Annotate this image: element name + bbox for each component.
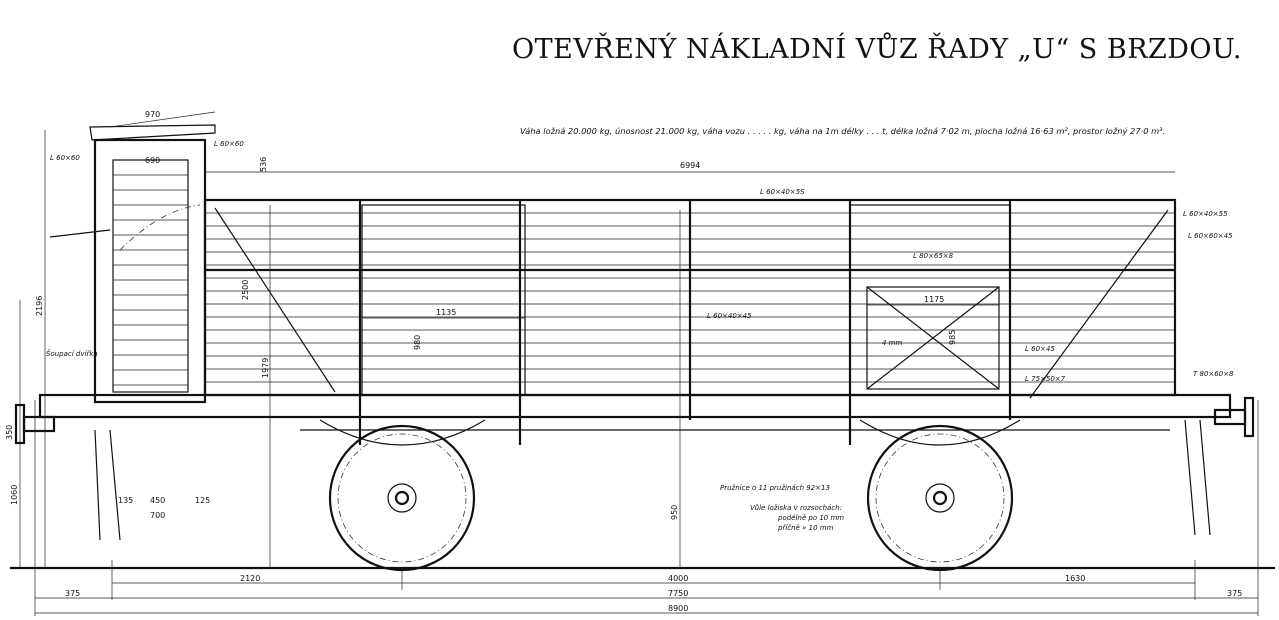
leaf-spring-left bbox=[319, 419, 486, 446]
profile-mid-rail: L 80×65×8 bbox=[913, 252, 954, 260]
dim-body-height: 2500 bbox=[241, 280, 250, 300]
profile-right-low: L 60×45 bbox=[1025, 345, 1055, 353]
dim-cab-roof: 970 bbox=[145, 110, 160, 119]
profile-right-top: L 60×40×55 bbox=[1183, 210, 1228, 218]
dim-buffer-height: 1060 bbox=[10, 485, 19, 505]
bearing-note-1: Vůle ložiska v rozsochách: bbox=[750, 504, 842, 512]
dim-side-height: 1979 bbox=[261, 358, 270, 378]
dim-right-door: 1175 bbox=[924, 295, 944, 304]
dim-axle-right: 1630 bbox=[1065, 574, 1085, 583]
body-side-planks bbox=[113, 174, 1175, 386]
springs-note: Pružnice o 11 pružinách 92×13 bbox=[720, 484, 830, 492]
profile-top-rail: L 60×40×5S bbox=[760, 188, 805, 196]
dim-wheel-height: 950 bbox=[670, 505, 679, 520]
bearing-note-3: příčně » 10 mm bbox=[777, 524, 834, 532]
dim-buffer-centre: 350 bbox=[5, 425, 14, 440]
dim-overall-body: 6994 bbox=[680, 161, 700, 170]
bearing-note-2: podélně po 10 mm bbox=[777, 514, 844, 522]
buffer-right bbox=[1213, 396, 1255, 438]
dim-cab-step-3: 125 bbox=[195, 496, 210, 505]
cab-roof bbox=[89, 124, 216, 141]
drawing-title: OTEVŘENÝ NÁKLADNÍ VŮZ ŘADY „U“ S BRZDOU. bbox=[512, 31, 1242, 65]
profile-cab-left: L 60×60 bbox=[50, 154, 80, 162]
right-door-panel bbox=[866, 286, 1000, 390]
leaf-spring-right bbox=[859, 419, 1021, 446]
left-door bbox=[361, 204, 526, 396]
profile-end: T 80×60×8 bbox=[1193, 370, 1234, 378]
dim-overhang-right: 375 bbox=[1227, 589, 1242, 598]
dim-overhang-left: 375 bbox=[65, 589, 80, 598]
stakes bbox=[358, 200, 1012, 445]
dim-cab-step-2: 700 bbox=[150, 511, 165, 520]
wheel-right bbox=[866, 424, 1014, 572]
dim-left-door: 1135 bbox=[436, 308, 456, 317]
dim-cab-step-4: 135 bbox=[118, 496, 133, 505]
specification-line: Váha ložná 20.000 kg, únosnost 21.000 kg… bbox=[520, 126, 1165, 136]
dim-door-height: 980 bbox=[413, 335, 422, 350]
profile-stake: L 75×50×7 bbox=[1025, 375, 1066, 383]
cab-door bbox=[112, 159, 189, 393]
dim-frame-length: 7750 bbox=[668, 589, 688, 598]
profile-right-corner: L 60×60×45 bbox=[1188, 232, 1233, 240]
door-cross-2 bbox=[866, 286, 1000, 390]
wheel-left bbox=[328, 424, 476, 572]
couplings bbox=[94, 419, 1211, 541]
dimension-lines bbox=[19, 111, 1259, 616]
dim-axle-left: 2120 bbox=[240, 574, 260, 583]
cab-handrail bbox=[49, 229, 111, 238]
dim-cab-inner: 690 bbox=[145, 156, 160, 165]
brake-cab bbox=[93, 138, 207, 404]
diagonal-brace-left bbox=[214, 207, 336, 393]
dim-cab-step-1: 450 bbox=[150, 496, 165, 505]
dim-height-total: 2196 bbox=[35, 296, 44, 316]
dim-wheelbase: 4000 bbox=[668, 574, 688, 583]
brake-hut-note: Šoupací dvířka bbox=[46, 349, 98, 358]
profile-door-rail: L 60×40×45 bbox=[707, 312, 752, 320]
dim-length-over-buffers: 8900 bbox=[668, 604, 688, 613]
dim-cab-side: 536 bbox=[259, 157, 268, 172]
door-plate-label: 4 mm bbox=[882, 339, 902, 347]
underframe bbox=[38, 393, 1232, 419]
profile-cab-right: L 60×60 bbox=[214, 140, 244, 148]
diagonal-brace-right bbox=[1029, 209, 1169, 399]
dim-right-door-height: 985 bbox=[948, 330, 957, 345]
